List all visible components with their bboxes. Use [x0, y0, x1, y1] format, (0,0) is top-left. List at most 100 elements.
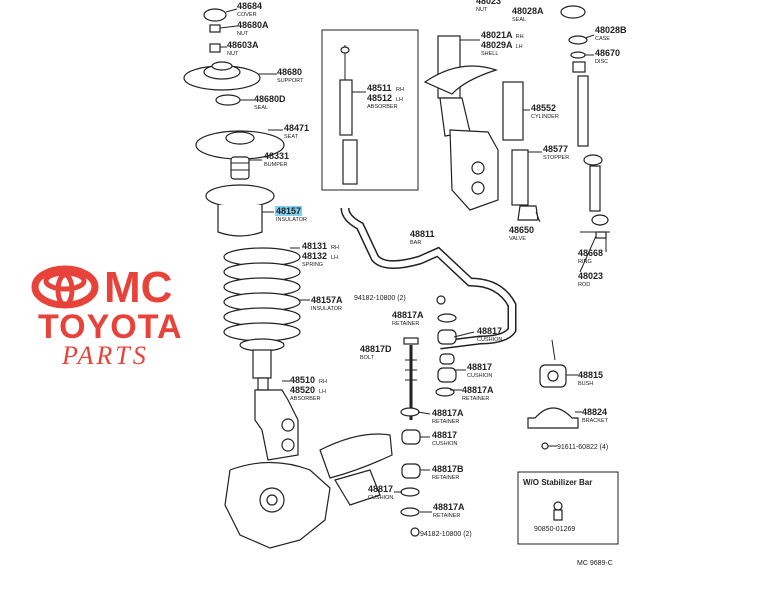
without-stabilizer-box: W/O Stabilizer Bar 90850-01269	[517, 471, 619, 545]
valve-part-icon	[517, 205, 539, 221]
part-number: 48023	[578, 271, 603, 281]
part-number: 48471	[284, 123, 309, 133]
part-number: 48817A	[433, 502, 465, 512]
part-number: 48817D	[360, 344, 392, 354]
part-number: 48668	[578, 248, 603, 258]
cartridge-absorber-box	[321, 29, 419, 191]
nut-part-icon	[209, 24, 221, 33]
part-description: SHELL	[481, 51, 498, 57]
part-number: 48817	[432, 430, 457, 440]
part-description: SEAT	[284, 134, 299, 140]
bolt-label-3: 94182-10800 (2)	[420, 531, 472, 538]
part-number: 48552	[531, 103, 556, 113]
part-description: RETAINER	[462, 396, 489, 402]
part-description: ROD	[578, 282, 590, 288]
part-description: RETAINER	[433, 513, 460, 519]
logo-toyota: TOYOTA	[38, 308, 183, 346]
part-number: 48157A	[311, 295, 343, 305]
ring-part-icon	[595, 231, 607, 239]
part-number: 48680	[277, 67, 302, 77]
part-number: 48817	[467, 362, 492, 372]
part-description: BUSH	[578, 381, 593, 387]
part-description: SEAL	[254, 105, 268, 111]
part-description: CUSHION	[368, 495, 393, 501]
leader-lines	[219, 8, 607, 513]
diagram-code: MC 9689-C	[577, 560, 613, 567]
part-description: CUSHION	[477, 337, 502, 343]
part-side: RH	[516, 34, 524, 40]
rod-part-icon	[577, 75, 589, 147]
part-description: BOLT	[360, 355, 375, 361]
part-side: LH	[331, 255, 338, 261]
part-number: 48132	[302, 251, 327, 261]
toyota-emblem-icon	[31, 265, 99, 309]
bolt-label-1: 94182-10800 (2)	[354, 295, 406, 302]
part-description: INSULATOR	[311, 306, 342, 312]
seal-part-icon	[215, 94, 241, 106]
box-title: W/O Stabilizer Bar	[523, 478, 592, 487]
part-description: DISC	[595, 59, 608, 65]
part-side: LH	[516, 44, 523, 50]
part-description: SUPPORT	[277, 78, 304, 84]
part-description: VALVE	[509, 236, 526, 242]
part-number: 48029A	[481, 40, 513, 50]
center-shell-assembly	[423, 35, 539, 221]
part-description: SEAL	[512, 17, 526, 23]
part-side: RH	[331, 245, 339, 251]
part-description: CYLINDER	[531, 114, 559, 120]
part-label-p48132: 48132 LH SPRING	[302, 251, 338, 268]
part-labels: 48684COVER48680ANUT48603ANUT48680SUPPORT…	[227, 0, 627, 519]
part-description: BRACKET	[582, 418, 609, 424]
part-description: SPRING	[302, 262, 323, 268]
part-description: COVER	[237, 12, 257, 18]
part-number: 48817A	[432, 408, 464, 418]
mc-toyota-logo: MC TOYOTA PARTS	[31, 263, 183, 370]
part-number: 48680A	[237, 20, 269, 30]
bracket-part-icon	[527, 407, 579, 429]
part-number: 48680D	[254, 94, 286, 104]
part-description: NUT	[227, 51, 239, 57]
logo-mc: MC	[104, 263, 172, 312]
part-description: RETAINER	[392, 321, 419, 327]
part-side: RH	[319, 379, 327, 385]
cover-part-icon	[203, 8, 227, 22]
selected-part-highlight	[275, 206, 303, 216]
part-number: 48021A	[481, 30, 513, 40]
part-description: CUSHION	[467, 373, 492, 379]
part-number: 48603A	[227, 40, 259, 50]
part-number: 48520	[290, 385, 315, 395]
part-number: 48817	[477, 326, 502, 336]
part-number: 48817B	[432, 464, 464, 474]
part-description: NUT	[476, 7, 488, 13]
part-description: RETAINER	[432, 475, 459, 481]
part-number: 48028B	[595, 25, 627, 35]
part-number: 48650	[509, 225, 534, 235]
part-number: 48512	[367, 93, 392, 103]
